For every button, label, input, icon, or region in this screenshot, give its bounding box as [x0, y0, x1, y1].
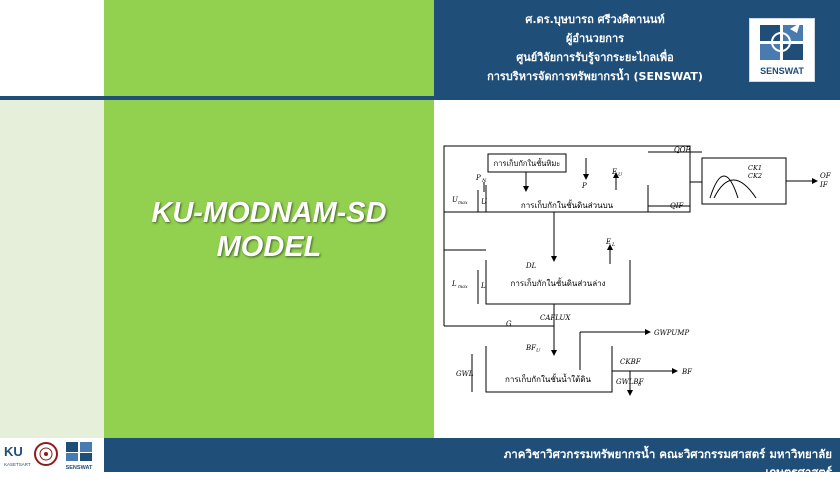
- presenter-info: ศ.ดร.บุษบารถ ศรีวงศิตานนท์ ผู้อำนวยการ ศ…: [450, 10, 740, 86]
- label-lmax: L: [451, 280, 457, 288]
- label-umax: U: [452, 196, 459, 204]
- label-qif: QIF: [670, 202, 685, 210]
- label-if: IF: [819, 181, 829, 189]
- header-underline: [0, 96, 840, 100]
- label-bfu-sub: U: [536, 348, 541, 354]
- senswat-small-logo-text: SENSWAT: [66, 465, 93, 471]
- lower-storage-label: การเก็บกักในชั้นดินส่วนล่าง: [510, 277, 605, 288]
- label-ckbf: CKBF: [620, 358, 642, 366]
- label-caflux: CAFLUX: [540, 314, 571, 322]
- label-ck2: CK2: [748, 172, 762, 180]
- label-eu-sub: U: [618, 172, 623, 178]
- label-gwlbf-sub: 0: [638, 382, 642, 388]
- label-umax-sub: max: [458, 201, 468, 206]
- center-name-line1: ศูนย์วิจัยการรับรู้จากระยะไกลเพื่อ: [516, 51, 674, 64]
- model-diagram: การเก็บกักในชั้นหิมะ การเก็บกักในชั้นดิน…: [443, 145, 832, 396]
- label-gwl: GWL: [456, 370, 474, 378]
- main-title-line2: MODEL: [216, 231, 322, 263]
- snow-storage-box: [487, 153, 567, 173]
- lower-storage-basin: [485, 260, 631, 305]
- label-u: U: [481, 198, 488, 206]
- footer-department: ภาควิชาวิศวกรรมทรัพยากรน้ำ คณะวิศวกรรมศา…: [503, 447, 832, 479]
- footer-logos: KU KASETSART SENSWAT: [4, 442, 93, 471]
- label-gwpump: GWPUMP: [654, 329, 689, 337]
- title-panel: [104, 0, 434, 438]
- label-eu: E: [611, 168, 617, 176]
- snow-storage-label: การเก็บกักในชั้นหิมะ: [494, 158, 561, 168]
- label-gwlbf: GWLBF: [616, 378, 645, 386]
- footer-logo-area: KU KASETSART SENSWAT: [0, 438, 104, 472]
- label-of: OF: [820, 172, 832, 180]
- upper-storage-label: การเก็บกักในชั้นดินส่วนบน: [521, 199, 614, 210]
- left-accent-strip: [0, 100, 104, 440]
- gw-storage-label: การเก็บกักในชั้นน้ำใต้ดิน: [505, 373, 592, 384]
- label-lmax-sub: max: [458, 285, 468, 290]
- label-bf: BF: [681, 368, 693, 376]
- label-g: G: [506, 320, 512, 328]
- presenter-name: ศ.ดร.บุษบารถ ศรีวงศิตานนท์: [525, 13, 665, 26]
- label-pn: P: [475, 174, 481, 182]
- senswat-logo: SENSWAT: [749, 18, 815, 82]
- engineering-seal-icon: [34, 442, 58, 466]
- senswat-logo-icon: SENSWAT: [760, 23, 804, 76]
- presenter-position: ผู้อำนวยการ: [565, 32, 625, 45]
- label-el-sub: L: [611, 242, 616, 248]
- footer-band: [0, 438, 840, 472]
- ku-logo-subtext: KASETSART: [4, 462, 31, 467]
- label-bfu: BF: [525, 344, 537, 352]
- main-title-line1: KU-MODNAM-SD: [151, 197, 387, 229]
- main-title: KU-MODNAM-SD MODEL: [104, 196, 434, 264]
- label-el: E: [605, 238, 611, 246]
- senswat-logo-text: SENSWAT: [760, 66, 804, 76]
- label-ck1: CK1: [748, 164, 762, 172]
- senswat-small-logo: SENSWAT: [66, 442, 93, 471]
- label-l: L: [480, 282, 486, 290]
- ku-logo-text: KU: [4, 444, 23, 459]
- center-name-line2: การบริหารจัดการทรัพยากรน้ำ (SENSWAT): [487, 70, 703, 83]
- label-dl: DL: [525, 262, 537, 270]
- label-qof: QOF: [674, 146, 691, 154]
- gw-storage-basin: [485, 346, 613, 393]
- label-pn-sub: N: [481, 178, 487, 184]
- label-p: P: [581, 182, 587, 190]
